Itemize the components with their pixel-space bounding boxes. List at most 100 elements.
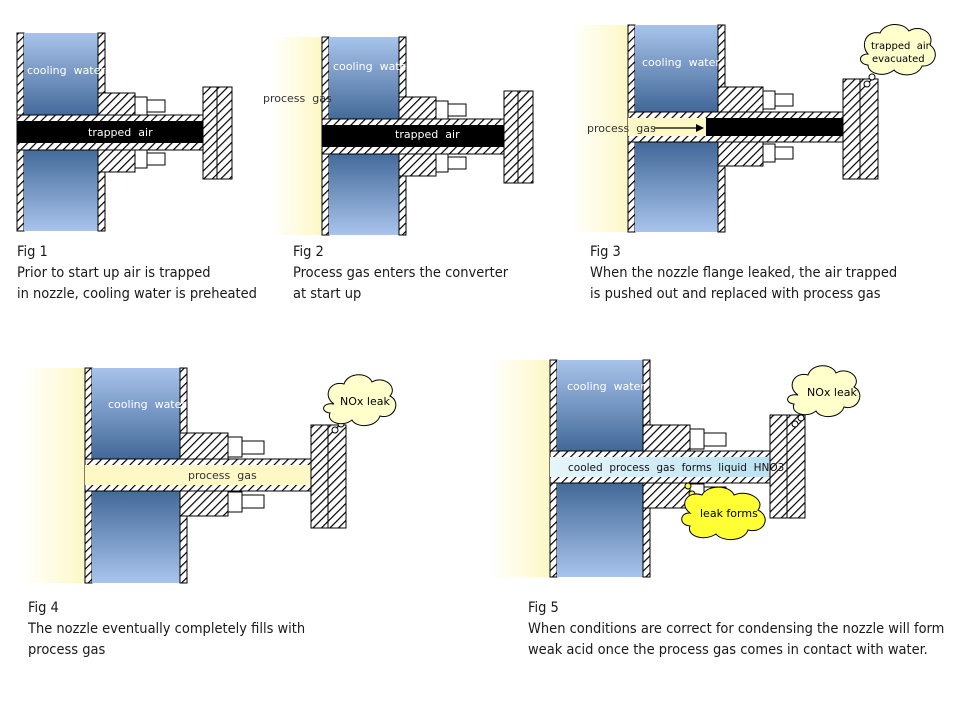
cooling-water-bottom xyxy=(329,150,399,235)
trapped-air xyxy=(17,121,216,143)
process-gas-in-nozzle xyxy=(628,118,706,136)
blind-flange-right xyxy=(327,424,347,529)
nut-top xyxy=(774,93,794,107)
blind-flange-left xyxy=(202,86,218,180)
nut-top xyxy=(703,432,727,447)
label-cooling-water: cooling water xyxy=(108,398,186,411)
process-gas-zone xyxy=(489,360,550,577)
process-gas-zone xyxy=(270,37,322,235)
label-process-gas: process gas xyxy=(587,122,656,135)
leak-bubble xyxy=(791,420,799,428)
caption-line: at start up xyxy=(293,286,362,302)
flange-bottom xyxy=(179,487,229,517)
caption-title: Fig 5 xyxy=(528,600,559,616)
flange-top xyxy=(717,86,764,114)
cooling-water-top xyxy=(24,33,98,119)
caption-title: Fig 3 xyxy=(590,244,621,260)
label-process-gas: process gas xyxy=(263,92,332,105)
process-gas-in-nozzle xyxy=(85,465,325,485)
bolt-top xyxy=(227,436,243,458)
label-process-gas: process gas xyxy=(188,469,257,482)
figure-5: cooling water cooled process gas forms l… xyxy=(489,359,861,578)
caption-title: Fig 1 xyxy=(17,244,48,260)
trapped-air xyxy=(322,125,517,147)
caption-title: Fig 2 xyxy=(293,244,324,260)
nut-top xyxy=(241,440,265,455)
flange-top xyxy=(642,424,691,454)
caption-line: process gas xyxy=(28,642,106,658)
cloud-nox-leak xyxy=(323,374,397,426)
trapped-air xyxy=(706,118,859,136)
label-trapped-air: trapped air xyxy=(395,128,460,141)
flange-bottom xyxy=(642,479,691,509)
caption-fig1: Fig 1 Prior to start up air is trapped i… xyxy=(17,242,257,305)
cloud-leak-forms xyxy=(681,486,766,540)
caption-line: Process gas enters the converter xyxy=(293,265,509,281)
leak-bubble xyxy=(331,426,339,434)
leak-bubble xyxy=(797,414,805,422)
process-gas-zone xyxy=(570,25,628,232)
label-cooling-water: cooling water xyxy=(642,56,720,69)
leak-bubble-yellow xyxy=(684,482,692,490)
leak-bubble xyxy=(863,80,871,88)
nut-bottom xyxy=(241,494,265,509)
cloud-label: NOx leak xyxy=(340,395,390,408)
bolt-bottom xyxy=(134,149,148,169)
blind-flange-left xyxy=(842,78,861,180)
caption-line: Prior to start up air is trapped xyxy=(17,265,211,281)
bolt-top xyxy=(689,428,705,450)
nut-bottom xyxy=(146,152,166,166)
caption-fig2: Fig 2 Process gas enters the converter a… xyxy=(293,242,508,305)
label-cooling-water: cooling water xyxy=(567,380,645,393)
label-cooling-water: cooling water xyxy=(333,60,411,73)
flange-top xyxy=(179,432,229,462)
cloud-label: NOx leak xyxy=(807,386,857,399)
caption-line: in nozzle, cooling water is preheated xyxy=(17,286,257,302)
cooling-water-bottom xyxy=(24,146,98,231)
process-gas-zone xyxy=(22,368,85,583)
cooling-water-bottom xyxy=(557,480,643,577)
label-cooling-water: cooling water xyxy=(27,64,105,77)
nut-bottom xyxy=(447,156,467,170)
leak-cloud-label: leak forms xyxy=(700,507,758,520)
nut-bottom xyxy=(774,146,794,160)
bolt-top xyxy=(134,96,148,116)
cooling-water-top xyxy=(329,37,399,123)
cooling-water-top xyxy=(92,368,180,461)
label-trapped-air: trapped air xyxy=(88,126,153,139)
blind-flange-right xyxy=(786,414,806,519)
bolt-bottom xyxy=(762,143,776,163)
caption-fig5: Fig 5 When conditions are correct for co… xyxy=(528,598,944,661)
blind-flange-right xyxy=(517,90,534,184)
bolt-bottom xyxy=(435,153,449,173)
caption-fig3: Fig 3 When the nozzle flange leaked, the… xyxy=(590,242,897,305)
caption-line: The nozzle eventually completely fills w… xyxy=(28,621,306,637)
figure-1: cooling water trapped air xyxy=(16,32,233,232)
cloud-trapped-air-evacuated xyxy=(860,24,936,76)
cooling-water-top xyxy=(557,360,643,453)
bolt-bottom xyxy=(227,491,243,513)
cloud-label-2: evacuated xyxy=(872,54,925,65)
liquid-hno3 xyxy=(550,457,785,477)
flange-bottom xyxy=(717,139,764,167)
nut-top xyxy=(146,99,166,113)
blind-flange-right xyxy=(216,86,233,180)
cooling-water-top xyxy=(635,25,718,113)
blind-flange-left xyxy=(503,90,519,184)
caption-title: Fig 4 xyxy=(28,600,59,616)
blind-flange-left xyxy=(310,424,329,529)
gas-flow-arrowhead xyxy=(696,124,704,132)
cloud-label-1: trapped air xyxy=(871,41,931,52)
figure-4: cooling water process gas NOx leak xyxy=(22,367,397,584)
label-liquid-hno3: cooled process gas forms liquid HNO3 xyxy=(568,462,784,474)
bolt-top xyxy=(762,90,776,110)
cooling-water-bottom xyxy=(92,488,180,583)
bolt-top xyxy=(435,100,449,120)
caption-line: weak acid once the process gas comes in … xyxy=(528,642,928,658)
leak-bubble xyxy=(868,73,876,81)
nut-top xyxy=(447,103,467,117)
figure-3: cooling water process gas trapped air ev… xyxy=(570,24,936,233)
caption-line: When the nozzle flange leaked, the air t… xyxy=(590,265,898,281)
blind-flange-right xyxy=(859,78,879,180)
